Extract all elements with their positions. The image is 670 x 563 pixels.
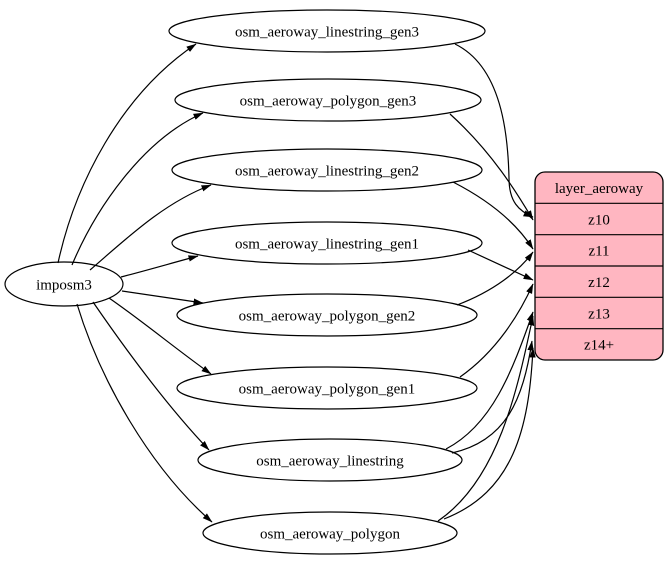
edge-imposm3--osm-aeroway-polygon-gen2 bbox=[121, 290, 204, 305]
table-node-osm-aeroway-polygon-gen3 bbox=[174, 78, 482, 122]
table-node-osm-aeroway-polygon-gen1 bbox=[176, 366, 478, 410]
table-node-osm-aeroway-polygon-gen2 bbox=[176, 293, 478, 337]
edge-imposm3--osm-aeroway-linestring-gen1 bbox=[120, 255, 199, 278]
table-label-osm-aeroway-linestring-gen2: osm_aeroway_linestring_gen2 bbox=[235, 163, 419, 179]
source-label-imposm3: imposm3 bbox=[36, 277, 92, 293]
edge-osm-aeroway-polygon-gen3--z10 bbox=[449, 113, 534, 221]
edge-osm-aeroway-linestring--z13 bbox=[445, 311, 534, 450]
table-label-osm-aeroway-polygon: osm_aeroway_polygon bbox=[260, 526, 400, 542]
source-node-imposm3 bbox=[4, 261, 124, 307]
record-row-label-z10: z10 bbox=[588, 212, 610, 228]
record-title: layer_aeroway bbox=[555, 181, 644, 197]
table-label-osm-aeroway-polygon-gen3: osm_aeroway_polygon_gen3 bbox=[240, 93, 417, 109]
edge-osm-aeroway-polygon-gen1--z12 bbox=[459, 283, 534, 378]
table-label-osm-aeroway-polygon-gen1: osm_aeroway_polygon_gen1 bbox=[239, 381, 416, 397]
edge-osm-aeroway-linestring-gen1--z12 bbox=[467, 249, 534, 281]
edge-imposm3--osm-aeroway-linestring-gen2 bbox=[89, 184, 212, 271]
edge-imposm3--osm-aeroway-polygon-gen1 bbox=[108, 297, 212, 375]
table-node-osm-aeroway-polygon bbox=[202, 511, 458, 555]
edge-osm-aeroway-polygon--z14plus bbox=[443, 347, 536, 520]
table-node-osm-aeroway-linestring-gen1 bbox=[171, 221, 483, 265]
edge-osm-aeroway-polygon--z13 bbox=[437, 315, 535, 522]
table-label-osm-aeroway-linestring-gen1: osm_aeroway_linestring_gen1 bbox=[235, 236, 419, 252]
edge-osm-aeroway-linestring-gen2--z11 bbox=[452, 181, 534, 250]
table-label-osm-aeroway-linestring-gen3: osm_aeroway_linestring_gen3 bbox=[235, 24, 419, 40]
edge-osm-aeroway-polygon-gen2--z11 bbox=[456, 251, 534, 306]
table-node-osm-aeroway-linestring-gen2 bbox=[171, 148, 483, 192]
edge-imposm3--osm-aeroway-polygon bbox=[76, 303, 213, 523]
record-row-label-z12: z12 bbox=[588, 275, 610, 291]
table-label-osm-aeroway-linestring: osm_aeroway_linestring bbox=[256, 453, 404, 469]
edge-osm-aeroway-linestring-gen3--z10 bbox=[454, 43, 534, 218]
record-row-label-z11: z11 bbox=[588, 244, 609, 260]
edge-imposm3--osm-aeroway-linestring bbox=[92, 301, 210, 451]
table-node-osm-aeroway-linestring-gen3 bbox=[168, 9, 486, 53]
table-node-osm-aeroway-linestring bbox=[197, 438, 463, 482]
edge-imposm3--osm-aeroway-polygon-gen3 bbox=[71, 112, 204, 266]
edge-imposm3--osm-aeroway-linestring-gen3 bbox=[57, 43, 197, 264]
edge-osm-aeroway-linestring--z14plus bbox=[451, 340, 534, 454]
record-row-label-z13: z13 bbox=[588, 306, 610, 322]
record-row-label-z14plus: z14+ bbox=[584, 338, 614, 354]
table-label-osm-aeroway-polygon-gen2: osm_aeroway_polygon_gen2 bbox=[239, 308, 416, 324]
